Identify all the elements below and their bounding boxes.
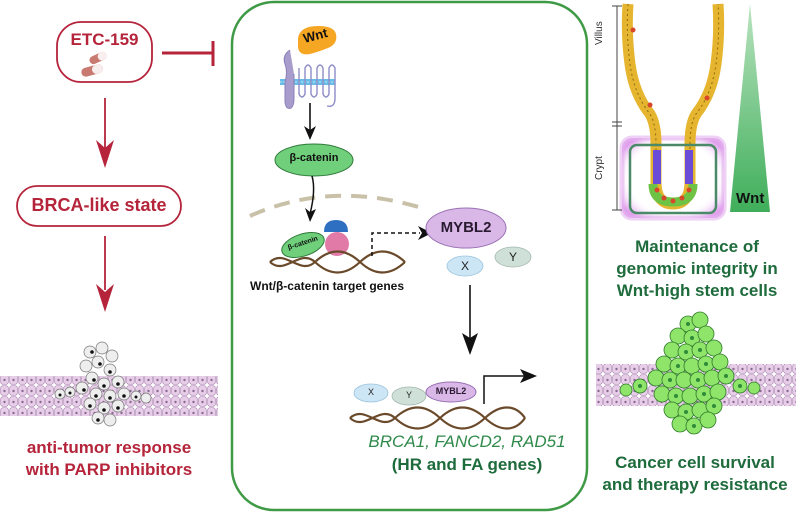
stem-cell-caption-line1: Maintenance of [635, 237, 759, 256]
dashed-arrow-to-mybl2 [371, 226, 432, 256]
etc159-label: ETC-159 [70, 30, 139, 49]
dna-helix-hr-genes [349, 406, 526, 430]
factor-x-label: X [460, 259, 469, 273]
cancer-survival-caption-line1: Cancer cell survival [615, 453, 775, 472]
target-genes-label: Wnt/β-catenin target genes [250, 279, 405, 293]
frizzled-receptor [280, 49, 336, 109]
crypt-label: Crypt [594, 156, 605, 180]
factor-x-oval [446, 255, 484, 277]
villus-label: Villus [594, 21, 605, 45]
wnt-ligand [298, 26, 337, 55]
stem-cell-caption-line3: Wnt-high stem cells [616, 281, 778, 300]
complex-mybl2-label: MYBL2 [435, 386, 467, 396]
tissue-regressing-tumor [0, 341, 218, 427]
etc159-box [56, 21, 153, 83]
arrow-to-brca-state [96, 98, 114, 168]
capsule-icon [81, 51, 107, 77]
stem-cell-caption: Maintenance of genomic integrity in Wnt-… [594, 236, 800, 302]
anti-tumor-caption-line1: anti-tumor response [26, 438, 192, 457]
arrow-to-hr-genes [462, 285, 478, 355]
wnt-gradient-label: Wnt [736, 190, 765, 207]
tissue-growing-tumor [596, 311, 796, 435]
inhibition-arrow [162, 41, 215, 66]
dna-helix-target-genes [269, 250, 406, 274]
complex-y-label: Y [405, 390, 412, 400]
factor-y-label: Y [508, 250, 517, 264]
arrow-to-outcome [96, 236, 114, 312]
complex-on-dna [353, 381, 477, 406]
hr-fa-gene-names: BRCA1, FANCD2, RAD51 [368, 432, 566, 451]
stem-cell-caption-line2: genomic integrity in [616, 259, 778, 278]
anti-tumor-caption: anti-tumor response with PARP inhibitors [0, 437, 218, 481]
brca-state-box [16, 185, 182, 227]
mybl2-label: MYBL2 [440, 219, 492, 236]
wnt-gradient-triangle [730, 4, 770, 212]
brca-state-label: BRCA-like state [31, 195, 167, 215]
factor-y-oval [494, 246, 532, 268]
beta-catenin-oval [274, 143, 354, 177]
complex-x-label: X [367, 387, 374, 397]
mybl2-oval [425, 207, 507, 249]
arrow-to-dna [305, 175, 316, 222]
cancer-survival-caption: Cancer cell survival and therapy resista… [590, 452, 800, 496]
crypt-label-text: Crypt [594, 156, 605, 180]
transcription-start-arrow [483, 369, 537, 404]
anti-tumor-caption-line2: with PARP inhibitors [25, 460, 193, 479]
beta-catenin-label: β-catenin [289, 152, 339, 164]
center-panel-border [230, 0, 589, 512]
arrow-receptor-to-beta-catenin [304, 103, 316, 140]
nuclear-membrane [249, 193, 423, 218]
hr-fa-genes-caption: (HR and FA genes) [391, 455, 543, 474]
villus-label-text: Villus [594, 21, 605, 45]
transcription-complex [281, 220, 349, 258]
cancer-survival-caption-line2: and therapy resistance [602, 475, 788, 494]
crypt-villus-diagram [612, 3, 727, 221]
